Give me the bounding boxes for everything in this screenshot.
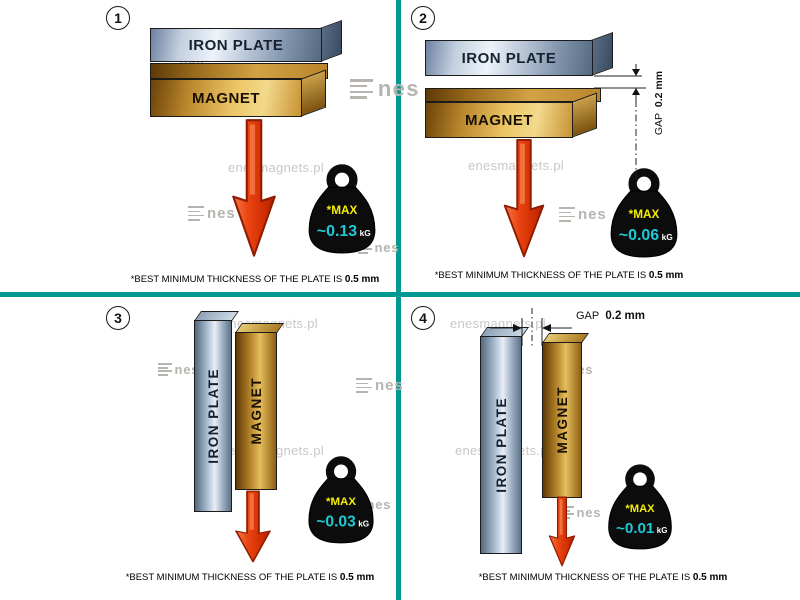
magnet: MAGNET bbox=[425, 102, 573, 138]
weight-body bbox=[608, 485, 672, 550]
weight-value: ~0.13 bbox=[317, 223, 357, 240]
arrow-highlight bbox=[520, 143, 525, 204]
magnet-label: MAGNET bbox=[465, 111, 533, 129]
arrow-highlight bbox=[249, 493, 254, 530]
enes-logo-icon bbox=[158, 363, 172, 376]
footer-bold: 0.5 mm bbox=[339, 572, 375, 583]
magnet: MAGNET bbox=[150, 79, 302, 117]
magnet-label: MAGNET bbox=[554, 386, 570, 454]
gap-word: GAP bbox=[576, 310, 600, 322]
gap-label: GAP 0.2 mm bbox=[576, 310, 645, 322]
enes-logo-watermark: nes bbox=[350, 76, 420, 102]
iron-plate-label: IRON PLATE bbox=[188, 36, 284, 54]
iron-plate: IRON PLATE bbox=[480, 336, 522, 554]
panel-number: 3 bbox=[106, 306, 130, 330]
weight-value: ~0.03 bbox=[316, 513, 356, 530]
iron-plate-label: IRON PLATE bbox=[493, 397, 509, 493]
enes-logo-icon bbox=[188, 206, 204, 221]
iron-plate-label: IRON PLATE bbox=[205, 368, 221, 464]
weight-icon: *MAX ~0.01 kG bbox=[608, 464, 672, 550]
weight-unit: kG bbox=[358, 519, 369, 528]
weight-icon: *MAX ~0.06 kG bbox=[610, 168, 678, 258]
pull-force-arrow bbox=[235, 490, 271, 563]
enes-logo-watermark: nes bbox=[158, 362, 199, 377]
weight-max-label: *MAX bbox=[327, 204, 358, 217]
footer-note: *BEST MINIMUM THICKNESS OF THE PLATE IS … bbox=[438, 572, 768, 583]
weight-body bbox=[308, 186, 376, 254]
gap-dimension-lines bbox=[490, 308, 572, 346]
panel-1: enesmagnets.pl nes nes nes 1 IRON PLATE … bbox=[0, 0, 398, 292]
magnet-side-face bbox=[300, 69, 326, 117]
weight-icon: *MAX ~0.13 kG bbox=[308, 164, 376, 254]
arrow-highlight bbox=[249, 124, 256, 195]
footer-prefix: *BEST MINIMUM THICKNESS OF THE PLATE IS bbox=[478, 572, 691, 583]
panel-2: enesmagnets.pl nes nes 2 IRON PLATE MAGN… bbox=[401, 0, 800, 292]
weight-unit: kG bbox=[662, 232, 673, 242]
panel-number: 2 bbox=[411, 6, 435, 30]
iron-plate: IRON PLATE bbox=[425, 40, 593, 76]
enes-logo-icon bbox=[350, 78, 374, 100]
iron-plate: IRON PLATE bbox=[194, 320, 232, 512]
footer-bold: 0.5 mm bbox=[692, 572, 728, 583]
magnet-top-face bbox=[150, 63, 328, 79]
weight-max-label: *MAX bbox=[625, 503, 655, 515]
footer-bold: 0.5 mm bbox=[344, 274, 380, 285]
weight-body bbox=[610, 190, 678, 258]
enes-logo-watermark: nes bbox=[188, 205, 236, 222]
iron-plate: IRON PLATE bbox=[150, 28, 322, 62]
enes-logo-text: nes bbox=[377, 76, 420, 101]
gap-dimension-lines bbox=[594, 64, 646, 188]
pull-force-arrow bbox=[232, 119, 276, 257]
weight-unit: kG bbox=[657, 526, 668, 535]
weight-value: ~0.06 bbox=[619, 227, 659, 244]
enes-logo-watermark: nes bbox=[356, 377, 404, 394]
magnet: MAGNET bbox=[542, 342, 582, 498]
gap-value: 0.2 mm bbox=[605, 310, 645, 322]
weight-value: ~0.01 bbox=[616, 520, 655, 537]
footer-prefix: *BEST MINIMUM THICKNESS OF THE PLATE IS bbox=[130, 274, 343, 285]
gap-value: 0.2 mm bbox=[653, 70, 665, 108]
footer-note: *BEST MINIMUM THICKNESS OF THE PLATE IS … bbox=[409, 270, 709, 281]
enes-logo-icon bbox=[356, 378, 372, 393]
weight-unit: kG bbox=[360, 228, 371, 238]
weight-max-label: *MAX bbox=[629, 208, 660, 221]
panel-3: enesmagnets.pl enesmagnets.pl nes nes ne… bbox=[0, 297, 403, 600]
magnet-label: MAGNET bbox=[248, 377, 264, 445]
magnet: MAGNET bbox=[235, 332, 277, 490]
magnet-top-face bbox=[425, 88, 601, 102]
footer-note: *BEST MINIMUM THICKNESS OF THE PLATE IS … bbox=[85, 572, 415, 583]
iron-plate-label: IRON PLATE bbox=[461, 49, 557, 67]
iron-plate-side-face bbox=[320, 19, 342, 63]
weight-icon: *MAX ~0.03 kG bbox=[308, 456, 374, 544]
enes-logo-icon bbox=[559, 207, 575, 222]
magnet-label: MAGNET bbox=[192, 89, 260, 107]
footer-prefix: *BEST MINIMUM THICKNESS OF THE PLATE IS bbox=[434, 270, 647, 281]
enes-logo-watermark: nes bbox=[559, 206, 607, 223]
footer-prefix: *BEST MINIMUM THICKNESS OF THE PLATE IS bbox=[125, 572, 338, 583]
weight-max-label: *MAX bbox=[326, 496, 356, 508]
arrow-highlight bbox=[559, 499, 563, 535]
footer-note: *BEST MINIMUM THICKNESS OF THE PLATE IS … bbox=[80, 274, 430, 285]
panel-4: enesmagnets.pl enesmagnets.pl nes nes 4 … bbox=[401, 297, 800, 600]
watermark-site: enesmagnets.pl bbox=[468, 158, 564, 173]
panel-number: 4 bbox=[411, 306, 435, 330]
divider-vertical bbox=[396, 0, 401, 600]
weight-body bbox=[308, 478, 374, 544]
panel-number: 1 bbox=[106, 6, 130, 30]
footer-bold: 0.5 mm bbox=[648, 270, 684, 281]
gap-label: GAP 0.2 mm bbox=[653, 55, 667, 151]
pull-force-arrow bbox=[503, 138, 545, 258]
pull-force-arrow bbox=[548, 496, 576, 567]
gap-word: GAP bbox=[653, 112, 665, 136]
